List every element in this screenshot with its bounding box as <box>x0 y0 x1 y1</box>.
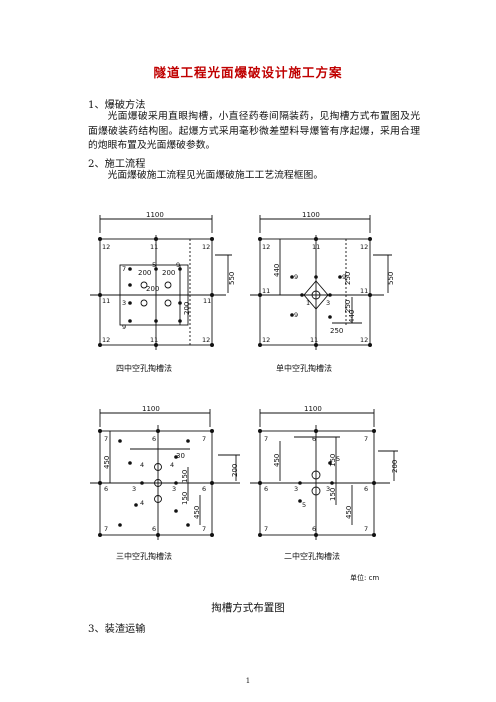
dim-200-a: 200 <box>138 269 151 277</box>
dim-200-d: 200 <box>231 464 239 477</box>
dim-200-b: 200 <box>162 269 175 277</box>
hole-label: 12 <box>360 243 368 251</box>
hole-label: 12 <box>102 336 110 344</box>
diagram-four-hollow <box>90 215 232 350</box>
hole-label: 7 <box>364 435 368 443</box>
dim-30: 30 <box>176 452 185 460</box>
hole-label: 3 <box>132 485 136 493</box>
hole-label: 12 <box>360 336 368 344</box>
dim-1100-c: 1100 <box>142 405 160 413</box>
hole-label: 7 <box>264 435 268 443</box>
dim-150-a: 150 <box>181 470 189 483</box>
hole-label: 9 <box>176 261 180 269</box>
hole-label: 11 <box>310 336 318 344</box>
dim-550-a: 550 <box>228 272 236 285</box>
hole-label: 1 <box>306 299 310 307</box>
dim-150-c: 150 <box>329 454 337 467</box>
hole-label: 3 <box>122 299 126 307</box>
caption-four-hollow: 四中空孔掏槽法 <box>116 363 172 373</box>
hole-label: 5 <box>152 261 156 269</box>
hole-label: 6 <box>202 485 206 493</box>
hole-label: 11 <box>312 243 320 251</box>
hole-label: 6 <box>264 485 268 493</box>
dim-150-b: 150 <box>181 492 189 505</box>
hole-label: 11 <box>150 243 158 251</box>
hole-label: 7 <box>202 435 206 443</box>
caption-single-hollow: 单中空孔掏槽法 <box>276 363 332 373</box>
dim-550-b: 550 <box>387 272 395 285</box>
hole-label: 5 <box>302 501 306 509</box>
dim-450-d: 450 <box>345 506 353 519</box>
dim-440-a: 440 <box>273 264 281 277</box>
hole-label: 11 <box>262 287 270 295</box>
caption-three-hollow: 三中空孔掏槽法 <box>116 551 172 561</box>
hole-label: 12 <box>262 243 270 251</box>
hole-label: 3 <box>326 299 330 307</box>
section-2-body: 光面爆破施工流程见光面爆破施工工艺流程框图。 <box>107 170 324 181</box>
hole-label: 11 <box>203 297 211 305</box>
dim-150-d: 150 <box>329 488 337 501</box>
dim-450-b: 450 <box>193 506 201 519</box>
document-title: 隧道工程光面爆破设计施工方案 <box>153 65 343 80</box>
hole-label: 9 <box>122 323 126 331</box>
diagram-single-hollow <box>250 215 392 350</box>
dim-450-c: 450 <box>273 454 281 467</box>
page-number: 1 <box>245 677 251 685</box>
hole-label: 11 <box>360 287 368 295</box>
unit-label: 单位: cm <box>350 573 379 582</box>
hole-label: 3 <box>326 485 330 493</box>
hole-label: 4 <box>170 461 174 469</box>
hole-label: 9 <box>294 273 298 281</box>
hole-label: 7 <box>264 525 268 533</box>
hole-label: 6 <box>152 525 156 533</box>
hole-label: 4 <box>140 461 144 469</box>
hole-label: 6 <box>104 485 108 493</box>
diagram-two-hollow <box>250 409 398 540</box>
dim-200-c: 200 <box>146 285 159 293</box>
section-1-body: 光面爆破采用直眼掏槽，小直径药卷间隔装药，见掏槽方式布置图及光面爆破装药结构图。… <box>88 111 420 151</box>
diagram-three-hollow <box>90 409 240 540</box>
hole-label: 6 <box>152 435 156 443</box>
section-1-heading: 1、爆破方法 <box>88 100 146 111</box>
dim-200-f: 200 <box>183 302 191 315</box>
hole-label: 9 <box>294 311 298 319</box>
dim-1100-a: 1100 <box>146 211 164 219</box>
dim-250-c: 250 <box>344 300 352 313</box>
hole-label: 12 <box>262 336 270 344</box>
hole-label: 12 <box>202 336 210 344</box>
hole-label: 7 <box>122 265 126 273</box>
dim-450-a: 450 <box>103 456 111 469</box>
cut-layout-figure: 1100 1100 1100 1100 200 200 200 250 30 5… <box>90 211 399 582</box>
dim-200-e: 200 <box>391 460 399 473</box>
hole-label: 11 <box>150 336 158 344</box>
hole-label: 11 <box>102 297 110 305</box>
dim-1100-b: 1100 <box>302 211 320 219</box>
section-2-heading: 2、施工流程 <box>88 159 146 170</box>
dim-1100-d: 1100 <box>304 405 322 413</box>
hole-label: 5 <box>336 455 340 463</box>
hole-label: 9 <box>342 273 346 281</box>
hole-label: 6 <box>364 485 368 493</box>
hole-label: 7 <box>202 525 206 533</box>
hole-label: 12 <box>202 243 210 251</box>
hole-label: 6 <box>312 435 316 443</box>
hole-label: 7 <box>364 525 368 533</box>
figure-title: 掏槽方式布置图 <box>211 602 285 614</box>
dim-250-a: 250 <box>330 327 343 335</box>
section-3-heading: 3、装渣运输 <box>88 624 146 635</box>
hole-label: 7 <box>104 525 108 533</box>
dim-250-b: 250 <box>344 272 352 285</box>
dim-440-b: 440 <box>348 310 356 323</box>
hole-label: 6 <box>312 525 316 533</box>
hole-label: 3 <box>294 485 298 493</box>
hole-label: 12 <box>102 243 110 251</box>
caption-two-hollow: 二中空孔掏槽法 <box>284 551 340 561</box>
hole-label: 4 <box>140 499 144 507</box>
hole-label: 3 <box>172 485 176 493</box>
hole-label: 7 <box>104 435 108 443</box>
